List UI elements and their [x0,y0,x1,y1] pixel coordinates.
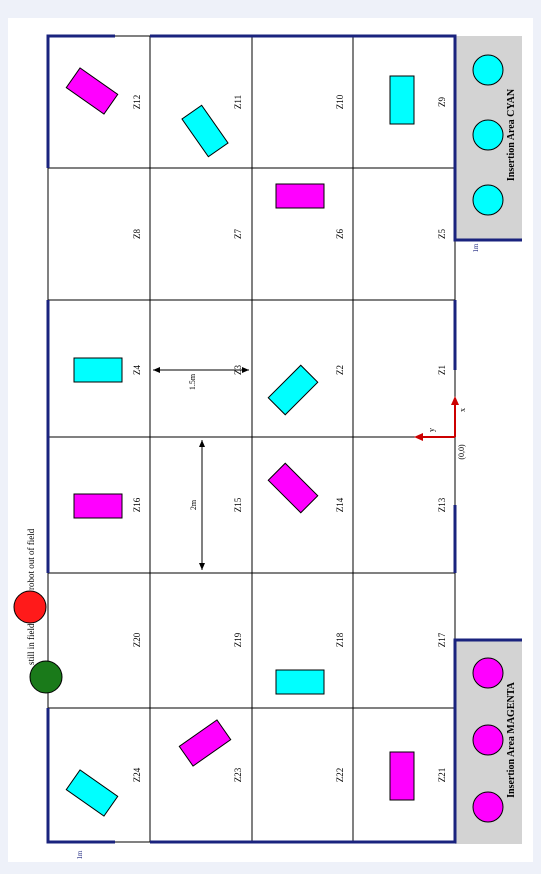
zone-label-z12: Z12 [132,95,142,110]
zone-label-z11: Z11 [233,95,243,109]
zone-label-z2: Z2 [335,365,345,375]
zone-labels: Z1Z2Z3Z4Z5Z6Z7Z8Z9Z10Z11Z12Z13Z14Z15Z16Z… [132,94,447,782]
insertion-area-magenta-label: Insertion Area MAGENTA [506,681,517,798]
zone-label-z17: Z17 [437,632,447,647]
cyan-robot-3 [472,184,504,216]
magenta-robot-1 [472,657,504,689]
legend-still-in-field-circle [29,660,63,694]
insertion-area-cyan-label: Insertion Area CYAN [506,88,517,181]
puck-magenta-z23 [178,719,232,767]
zone-label-z20: Z20 [132,632,142,647]
legend-still-in-field-label: still in field [26,623,36,665]
field-border [46,34,522,844]
zone-label-z13: Z13 [437,497,447,512]
insertion-robots-cyan [472,54,504,216]
zone-label-z10: Z10 [335,94,345,109]
dimension-2m-label: 2m [189,499,198,510]
puck-cyan-z18 [275,669,325,695]
zone-label-z9: Z9 [437,97,447,107]
zone-label-z22: Z22 [335,768,345,783]
pucks [65,67,415,817]
zone-label-z23: Z23 [233,767,243,782]
puck-cyan-z4 [73,357,123,383]
dimension-1-5m-label: 1.5m [188,373,197,390]
origin-label: (0,0) [457,444,466,460]
zone-label-z14: Z14 [335,497,345,512]
zone-label-z16: Z16 [132,497,142,512]
zone-label-z7: Z7 [233,229,243,239]
puck-cyan-z11 [181,104,229,158]
puck-magenta-z14 [267,462,319,514]
puck-magenta-z16 [73,493,123,519]
magenta-robot-3 [472,791,504,823]
dimension-2m: 2m [189,440,205,570]
puck-magenta-z6 [275,183,325,209]
puck-cyan-z24 [65,769,119,817]
zone-label-z18: Z18 [335,632,345,647]
zone-label-z6: Z6 [335,229,345,239]
zone-label-z1: Z1 [437,365,447,375]
zone-label-z4: Z4 [132,365,142,375]
origin-x-label: x [458,408,467,412]
zone-label-z21: Z21 [437,768,447,783]
dimension-1-5m: 1.5m [153,367,249,390]
puck-cyan-z9 [389,75,415,125]
zone-label-z15: Z15 [233,497,243,512]
puck-magenta-z21 [389,751,415,801]
puck-cyan-z2 [267,364,319,416]
origin-axes: x y (0,0) [414,396,467,460]
puck-magenta-z12 [65,67,119,115]
zone-label-z8: Z8 [132,229,142,239]
diagram-card [8,18,533,862]
zone-label-z24: Z24 [132,767,142,782]
zone-label-z5: Z5 [437,229,447,239]
cyan-robot-2 [472,119,504,151]
magenta-robot-2 [472,724,504,756]
zone-label-z19: Z19 [233,632,243,647]
one-m-label-bottom: 1m [76,850,84,860]
origin-y-label: y [427,428,436,432]
one-m-label-top: 1m [472,243,480,253]
legend-robot-out-label: robot out of field [26,528,36,590]
cyan-robot-1 [472,54,504,86]
legend-robot-out-circle [13,590,47,624]
insertion-robots-magenta [472,657,504,823]
field-grid [47,35,456,843]
